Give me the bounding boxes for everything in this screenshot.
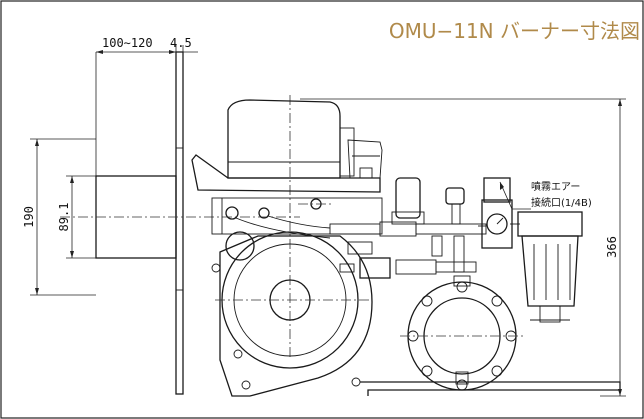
air-filter	[517, 211, 583, 323]
dim-left-inner: 89.1	[57, 203, 71, 232]
solenoid-valves	[391, 177, 465, 225]
cap-circle	[225, 231, 255, 261]
dimension-left-inner: 89.1	[57, 175, 96, 259]
air-inlet-flange	[400, 275, 524, 391]
drawing-title: OMU−11N バーナー寸法図	[389, 19, 640, 43]
pressure-regulator	[478, 177, 520, 249]
fan-casing	[211, 231, 373, 397]
label-connection-port: 接続口(1/4B)	[531, 196, 592, 209]
dimension-left-outer: 190	[22, 138, 96, 296]
air-piping	[329, 221, 487, 279]
base-plate	[360, 371, 621, 396]
dim-top-small: 4.5	[170, 36, 192, 50]
ignition-terminals	[225, 198, 334, 239]
label-atomizing-air: 噴霧エアー	[531, 181, 580, 193]
gauge-icon	[486, 213, 508, 235]
dimension-right: 366	[300, 98, 626, 397]
motor-housing	[227, 99, 383, 179]
dim-left-outer: 190	[22, 206, 36, 228]
dim-top-range: 100∼120	[102, 36, 153, 50]
dim-right-height: 366	[605, 236, 619, 258]
air-connection-label: 噴霧エアー 接続口(1/4B)	[499, 181, 592, 210]
mounting-bracket	[191, 154, 383, 235]
dimension-top: 100∼120 4.5	[95, 36, 198, 176]
